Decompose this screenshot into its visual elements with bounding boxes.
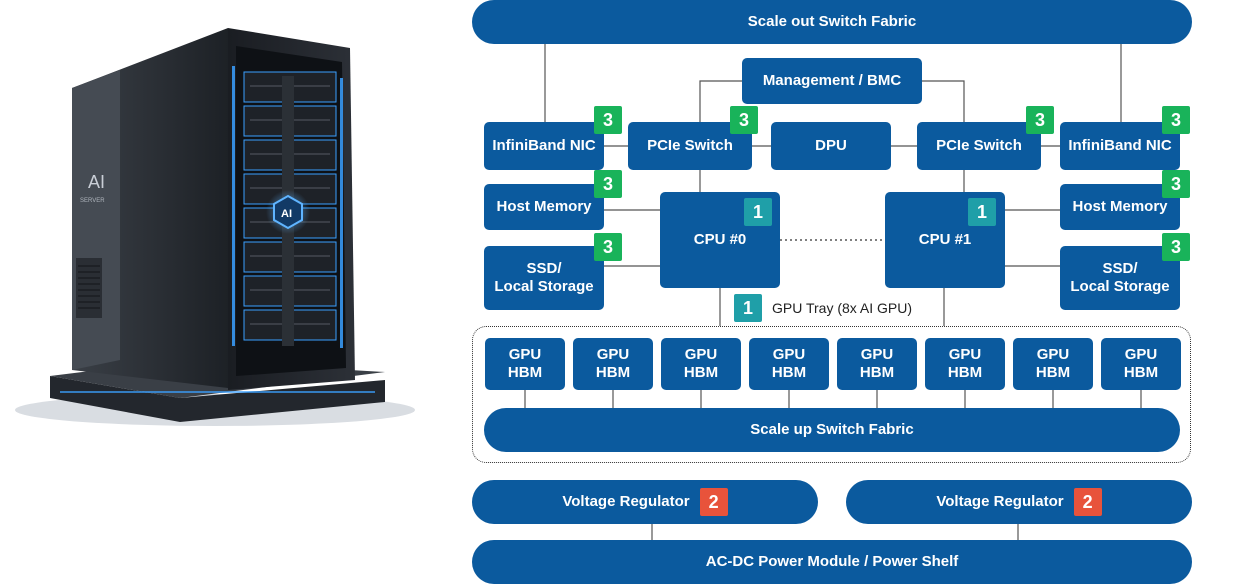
ssd-local-storage-left: SSD/ Local Storage xyxy=(484,246,604,310)
badge-2-voltage-left: 2 xyxy=(699,488,728,516)
badge-3-infiniband-right: 3 xyxy=(1162,106,1190,134)
host-memory-right: Host Memory xyxy=(1060,184,1180,230)
gpu-hbm-2: GPU HBM xyxy=(573,338,653,390)
gpu-hbm-6: GPU HBM xyxy=(925,338,1005,390)
badge-3-host-memory-right: 3 xyxy=(1162,170,1190,198)
badge-1-cpu-0: 1 xyxy=(744,198,772,226)
pcie-switch-left: PCIe Switch xyxy=(628,122,752,170)
server-base xyxy=(50,376,385,422)
scale-up-switch-fabric: Scale up Switch Fabric xyxy=(484,408,1180,452)
infiniband-nic-right: InfiniBand NIC xyxy=(1060,122,1180,170)
dpu-box: DPU xyxy=(771,122,891,170)
management-bmc-box: Management / BMC xyxy=(742,58,922,104)
voltage-regulator-right: Voltage Regulator 2 xyxy=(846,480,1192,524)
gpu-hbm-1: GPU HBM xyxy=(485,338,565,390)
host-memory-left: Host Memory xyxy=(484,184,604,230)
ai-chip-label: AI xyxy=(281,208,292,220)
scale-out-switch-fabric: Scale out Switch Fabric xyxy=(472,0,1192,44)
gpu-tray-frame xyxy=(472,326,1191,463)
ssd-local-storage-right: SSD/ Local Storage xyxy=(1060,246,1180,310)
gpu-hbm-8: GPU HBM xyxy=(1101,338,1181,390)
badge-3-infiniband-left: 3 xyxy=(594,106,622,134)
ac-dc-power-module: AC-DC Power Module / Power Shelf xyxy=(472,540,1192,584)
voltage-regulator-left: Voltage Regulator 2 xyxy=(472,480,818,524)
gpu-hbm-3: GPU HBM xyxy=(661,338,741,390)
badge-3-ssd-right: 3 xyxy=(1162,233,1190,261)
gpu-hbm-7: GPU HBM xyxy=(1013,338,1093,390)
server-side-sublabel: SERVER xyxy=(80,198,105,204)
ai-chip-icon xyxy=(273,194,303,230)
pcie-switch-right: PCIe Switch xyxy=(917,122,1041,170)
badge-3-pcie-left: 3 xyxy=(730,106,758,134)
voltage-regulator-left-label: Voltage Regulator xyxy=(562,493,690,510)
badge-3-ssd-left: 3 xyxy=(594,233,622,261)
gpu-hbm-4: GPU HBM xyxy=(749,338,829,390)
ai-server-illustration: AI SERVER AI xyxy=(15,28,415,426)
infiniband-nic-left: InfiniBand NIC xyxy=(484,122,604,170)
badge-3-pcie-right: 3 xyxy=(1026,106,1054,134)
gpu-tray-label: GPU Tray (8x AI GPU) xyxy=(772,300,913,316)
badge-3-host-memory-left: 3 xyxy=(594,170,622,198)
voltage-regulator-right-label: Voltage Regulator xyxy=(936,493,1064,510)
gpu-hbm-5: GPU HBM xyxy=(837,338,917,390)
badge-2-voltage-right: 2 xyxy=(1073,488,1102,516)
server-side-label: AI xyxy=(88,172,105,192)
badge-1-gpu-tray: 1 xyxy=(734,294,762,322)
badge-1-cpu-1: 1 xyxy=(968,198,996,226)
